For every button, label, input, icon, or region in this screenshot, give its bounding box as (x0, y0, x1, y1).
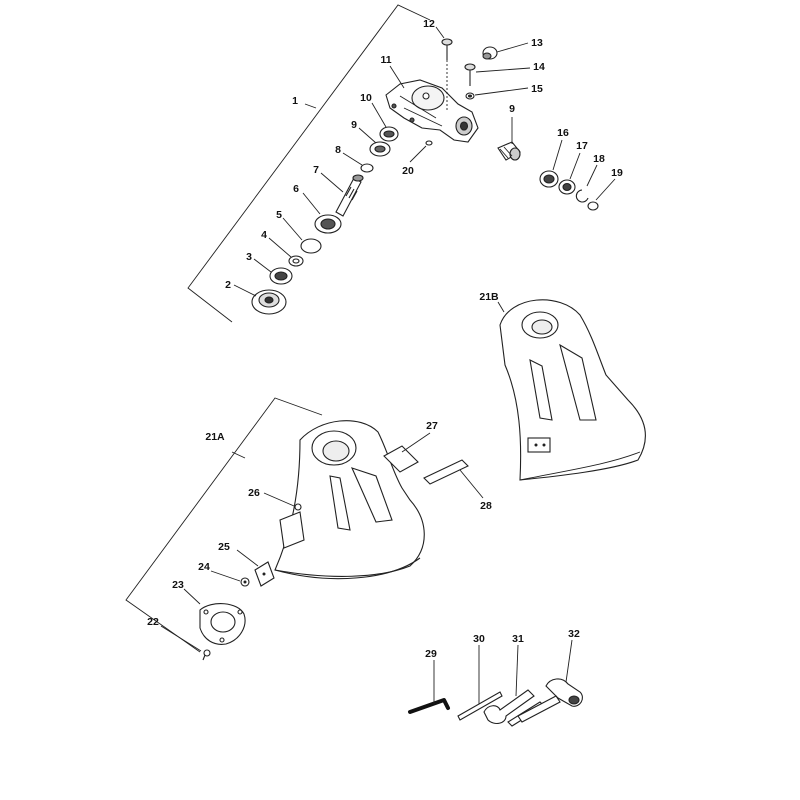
part-19-ring (587, 201, 599, 211)
callout-1: 1 (292, 95, 298, 107)
callout-7: 7 (313, 164, 319, 176)
callout-14: 14 (533, 61, 545, 73)
part-7-pinion-shaft (335, 174, 364, 217)
callout-19: 19 (611, 167, 623, 179)
callout-27: 27 (426, 420, 438, 432)
part-9-gear (369, 141, 391, 157)
part-22-screw (202, 649, 211, 661)
part-11-gear-case (385, 79, 479, 143)
part-20-washer (425, 140, 433, 146)
part-28-strip (423, 459, 469, 485)
callout-8: 8 (335, 144, 341, 156)
callout-25: 25 (218, 541, 230, 553)
callout-labels: 1 2 3 4 5 6 7 8 9 9 10 11 12 13 14 15 16… (147, 18, 623, 660)
callout-17: 17 (576, 140, 588, 152)
part-25-clamp (254, 561, 275, 587)
callout-9-right: 9 (509, 103, 515, 115)
callout-10: 10 (360, 92, 372, 104)
callout-11: 11 (380, 54, 391, 66)
part-29-hex-key (408, 698, 450, 714)
part-10-bearing (379, 126, 399, 142)
part-21a-guard (274, 420, 425, 580)
part-30-rod (457, 691, 503, 721)
callout-13: 13 (531, 37, 543, 49)
leader-lines (160, 26, 616, 704)
callout-3: 3 (246, 251, 252, 263)
callout-15: 15 (531, 83, 543, 95)
callout-6: 6 (293, 183, 299, 195)
part-13-cap (482, 46, 498, 60)
gearhead-parts (251, 38, 599, 315)
part-21b-guard (499, 299, 646, 481)
callout-32: 32 (568, 628, 580, 640)
part-3-bearing (269, 267, 293, 285)
callout-21a: 21A (205, 431, 225, 443)
part-16-bearing (539, 170, 559, 188)
callout-28: 28 (480, 500, 492, 512)
part-12-screw (441, 38, 453, 110)
callout-29: 29 (425, 648, 437, 660)
callout-5: 5 (276, 209, 282, 221)
part-15-washer (465, 92, 475, 100)
part-9-bevel-gear (497, 141, 521, 161)
callout-30: 30 (473, 633, 485, 645)
callout-24: 24 (198, 561, 210, 573)
callout-22: 22 (147, 616, 159, 628)
callout-18: 18 (593, 153, 605, 165)
callout-31: 31 (512, 633, 524, 645)
callout-12: 12 (423, 18, 435, 30)
part-5-snap-ring (300, 238, 322, 254)
part-4-washer (288, 255, 304, 267)
callout-2: 2 (225, 279, 231, 291)
part-2-housing (251, 289, 287, 315)
part-32-box-wrench (517, 678, 583, 723)
part-8-ring (360, 163, 374, 173)
callout-20: 20 (402, 165, 414, 177)
part-14-bolt (464, 63, 476, 86)
callout-9-left: 9 (351, 119, 357, 131)
part-27-pad (383, 445, 419, 473)
part-26-screw (294, 503, 302, 511)
part-6-bearing (314, 214, 342, 234)
assembly-brackets (125, 4, 431, 653)
part-23-plate (199, 603, 246, 645)
part-18-clip (575, 189, 589, 203)
callout-26: 26 (248, 487, 260, 499)
callout-21b: 21B (479, 291, 499, 303)
callout-23: 23 (172, 579, 184, 591)
part-24-nut (240, 577, 250, 587)
callout-16: 16 (557, 127, 569, 139)
callout-4: 4 (261, 229, 267, 241)
part-17-bearing (558, 179, 576, 195)
